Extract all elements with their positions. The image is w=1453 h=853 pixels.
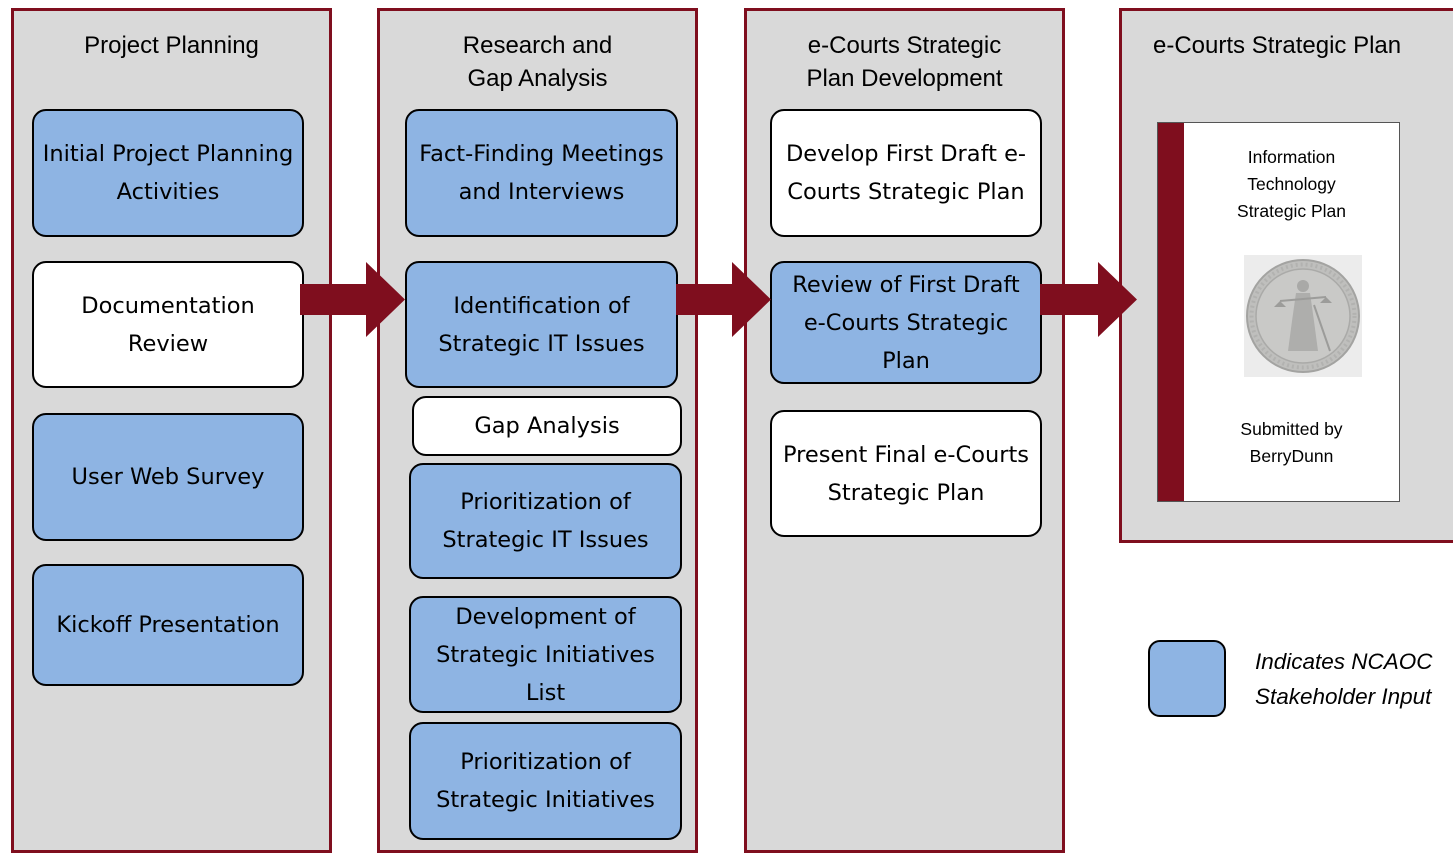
document-submitted-by: Submitted by BerryDunn [1240,419,1343,466]
step-box: Kickoff Presentation [32,564,304,686]
strategic-plan-document: Information Technology Strategic Plan Su… [1157,122,1400,502]
legend-text-line1: Indicates NCAOC [1255,649,1433,674]
step-box: Fact-Finding Meetings and Interviews [405,109,678,237]
step-box: Development of Strategic Initiatives Lis… [409,596,682,713]
document-title: Information Technology Strategic Plan [1237,147,1346,221]
step-box: Develop First Draft e-Courts Strategic P… [770,109,1042,237]
step-box: User Web Survey [32,413,304,541]
legend-swatch [1148,640,1226,717]
step-box: Prioritization of Strategic Initiatives [409,722,682,840]
column-title: e-Courts Strategic Plan Development [806,32,1003,92]
flow-arrow-3 [1040,262,1137,337]
column-title: e-Courts Strategic Plan [1153,32,1402,59]
column-title: Project Planning [84,32,259,59]
column-title: Research and Gap Analysis [462,32,613,92]
step-box: Identification of Strategic IT Issues [405,261,678,388]
flow-arrow-1 [300,262,405,337]
step-box: Present Final e-Courts Strategic Plan [770,410,1042,537]
legend-text-line2: Stakeholder Input [1255,684,1432,709]
document-spine [1158,123,1184,501]
court-seal-icon [1244,255,1362,377]
step-box: Documentation Review [32,261,304,388]
step-box: Prioritization of Strategic IT Issues [409,463,682,579]
step-box: Initial Project Planning Activities [32,109,304,237]
step-box: Gap Analysis [412,396,682,456]
flow-arrow-2 [676,262,771,337]
step-box: Review of First Draft e-Courts Strategic… [770,261,1042,384]
